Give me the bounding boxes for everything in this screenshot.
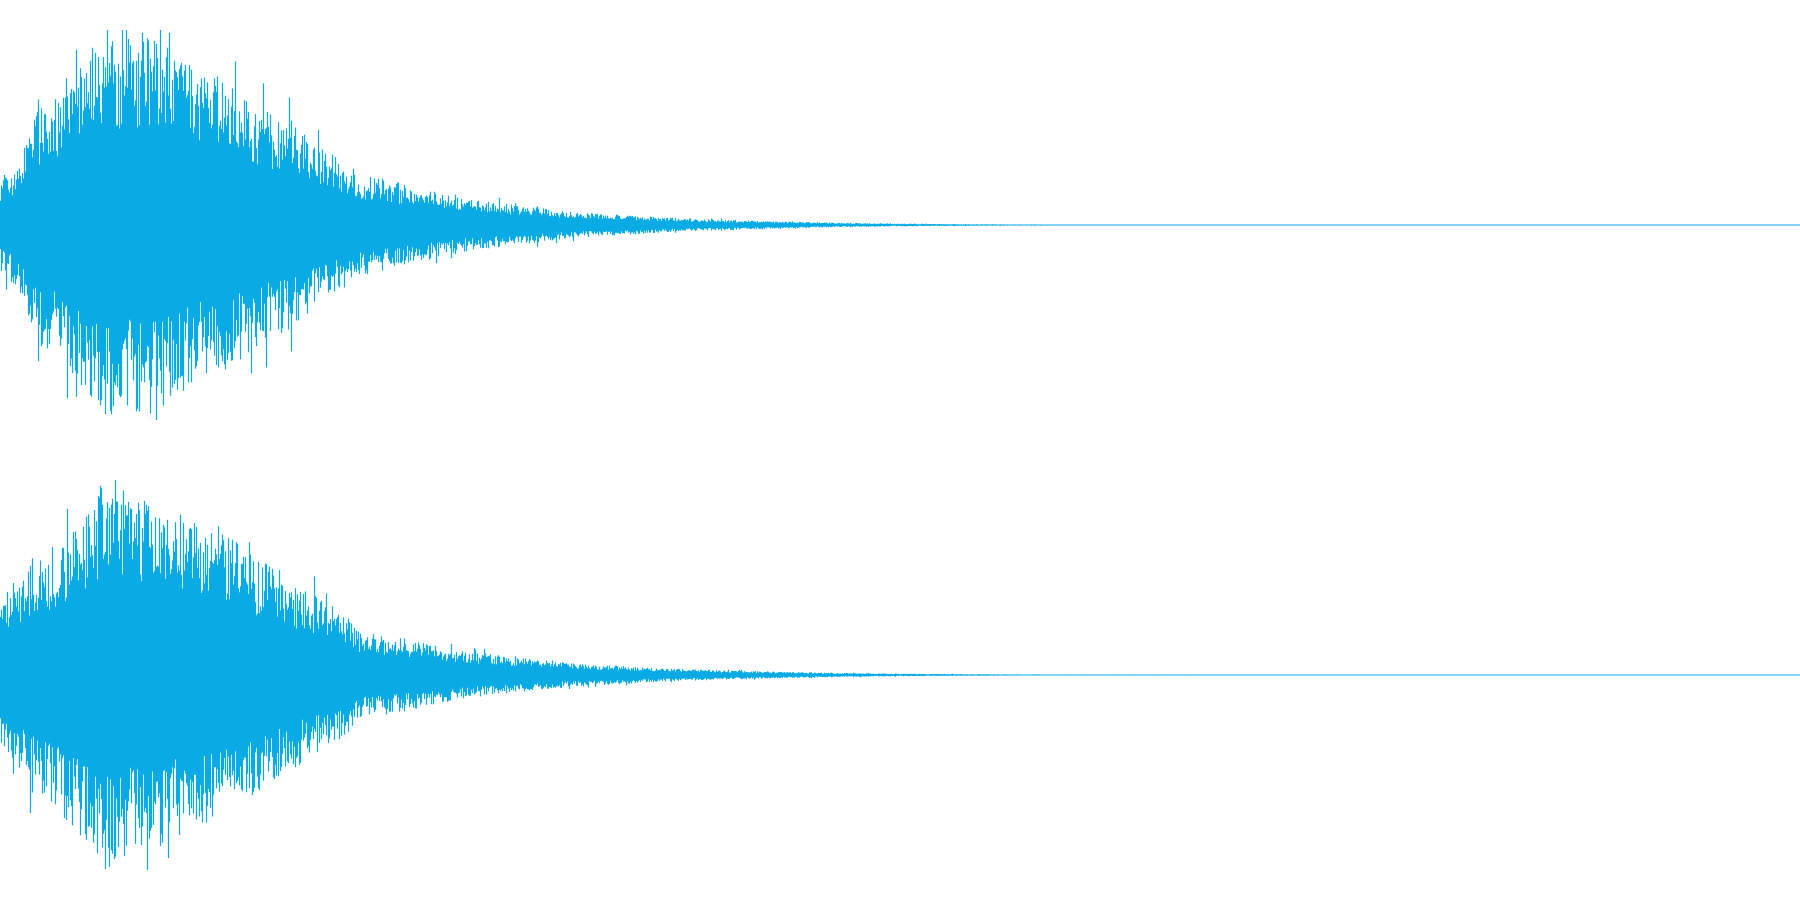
waveform-channel-1	[0, 30, 1800, 420]
waveform-channel-1-plot	[0, 30, 1800, 420]
waveform-channel-2-plot	[0, 480, 1800, 870]
waveform-channel-1-signal	[0, 30, 1621, 420]
waveform-channel-2-signal	[0, 480, 1621, 870]
waveform-channel-2	[0, 450, 1800, 900]
